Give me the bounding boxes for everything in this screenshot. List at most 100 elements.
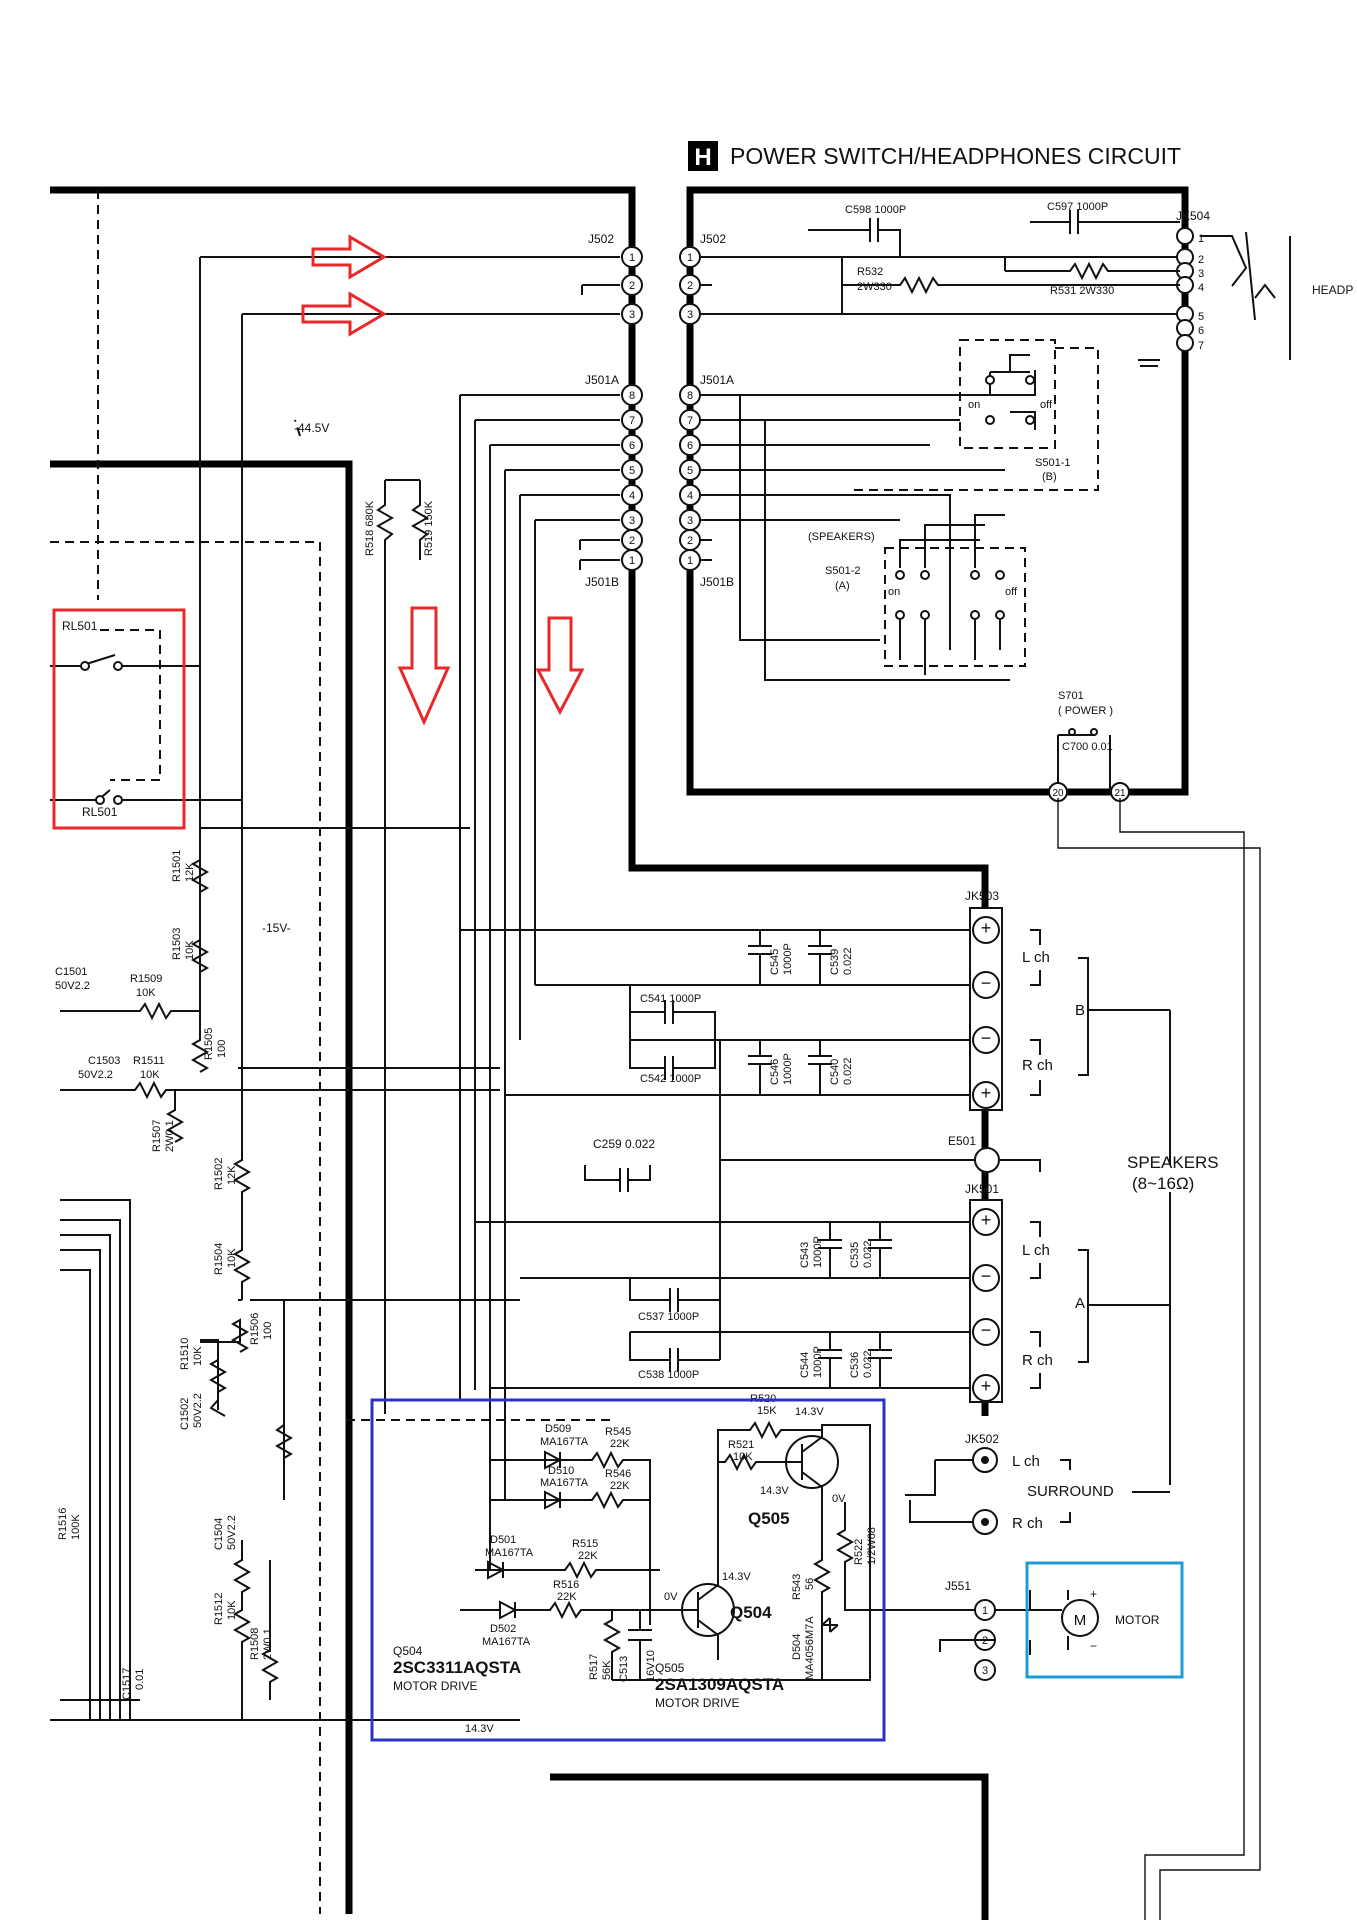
- section-title-text: POWER SWITCH/HEADPHONES CIRCUIT: [730, 143, 1181, 169]
- c545-value: 1000P: [782, 943, 794, 975]
- j501-left-pin-8-circle: [621, 384, 643, 406]
- d509-value: MA167TA: [540, 1436, 589, 1448]
- c513-label: C513: [618, 1656, 630, 1682]
- highlight-boxes: [52, 608, 1184, 1742]
- speaker-terminal-1-circle: [972, 916, 1000, 944]
- r515-label: R515: [572, 1538, 598, 1550]
- r546-value: 22K: [610, 1480, 630, 1492]
- speaker-terminal-5: +: [981, 1210, 992, 1230]
- arrow-right-2: [301, 291, 387, 337]
- r1512-value: 10K: [226, 1600, 238, 1620]
- q504-part-number: 2SC3311AQSTA: [393, 1658, 521, 1677]
- lch-a-label: L ch: [1022, 1242, 1050, 1259]
- c1503-label: C1503: [88, 1055, 120, 1067]
- s701-sub-label: ( POWER ): [1058, 705, 1113, 717]
- lch-surround-label: L ch: [1012, 1453, 1040, 1470]
- speaker-terminal-3: −: [981, 1028, 992, 1048]
- arrow-down-1: [397, 606, 451, 726]
- jk503-label: JK503: [965, 889, 999, 903]
- j501-left-pin-5: 5: [629, 465, 635, 477]
- r1502-label: R1502: [213, 1158, 225, 1190]
- s501-1-label: S501-1: [1035, 457, 1070, 469]
- speakers-switch-label: (SPEAKERS): [808, 531, 875, 543]
- r515-value: 22K: [578, 1550, 598, 1562]
- d510-value: MA167TA: [540, 1477, 589, 1489]
- c540-label: C540: [829, 1059, 841, 1085]
- j502-wires: [199, 256, 1180, 1120]
- j551-motor-connector: J551 123 M + − MOTOR: [939, 1579, 1160, 1681]
- section-badge: H: [694, 144, 711, 171]
- b-group-label: B: [1075, 1002, 1085, 1019]
- q505-voltage-emitter: 14.3V: [795, 1406, 824, 1418]
- r1501-label: R1501: [171, 850, 183, 882]
- j501-left-pin-7: 7: [629, 415, 635, 427]
- jk504-pin-7-node-circle: [1176, 334, 1194, 352]
- c535-value: 0.022: [862, 1240, 874, 1268]
- j502-left-label: J502: [588, 232, 614, 246]
- c545-label: C545: [769, 949, 781, 975]
- c544-value: 1000P: [812, 1346, 824, 1378]
- j501-wires: [459, 370, 1036, 1570]
- motor-minus: −: [1090, 1639, 1097, 1653]
- r1512-label: R1512: [213, 1593, 225, 1625]
- r1505-value: 100: [216, 1040, 228, 1058]
- rl501-top-label: RL501: [62, 619, 98, 633]
- r1511-value: 10K: [140, 1069, 160, 1081]
- speaker-terminal-7: −: [981, 1320, 992, 1340]
- j501-right-pin-3: 3: [687, 515, 693, 527]
- voltage-44v-label: -44.5V: [294, 421, 329, 435]
- j501-right-pin-1: 1: [687, 555, 693, 567]
- jk504-pin-1-node-circle: [1176, 227, 1194, 245]
- s501-1-off-label: off: [1040, 399, 1053, 411]
- j502-right-pin-1: 1: [687, 252, 693, 264]
- r519-label: R519 150K: [423, 500, 435, 556]
- j501-right-pin-5: 5: [687, 465, 693, 477]
- j501b-left-label: J501B: [585, 575, 619, 589]
- c537-label: C537 1000P: [638, 1311, 699, 1323]
- r1501-value: 12K: [184, 862, 196, 882]
- speaker-terminal-5-circle: [972, 1208, 1000, 1236]
- c540-value: 0.022: [842, 1057, 854, 1085]
- c1502-label: C1502: [179, 1398, 191, 1430]
- r1504-label: R1504: [213, 1243, 225, 1275]
- speaker-terminal-6: −: [981, 1266, 992, 1286]
- s501-2-on-label: on: [888, 586, 900, 598]
- r1510-value: 10K: [192, 1346, 204, 1366]
- r517-label: R517: [588, 1654, 600, 1680]
- d502-label: D502: [490, 1623, 516, 1635]
- j502-left-pin-3-circle: [621, 303, 643, 325]
- q505-designator: Q505: [748, 1509, 790, 1528]
- motor-highlight-box: [1025, 1561, 1184, 1679]
- r1516-value: 100K: [70, 1514, 82, 1540]
- headphones-label: HEADP: [1312, 283, 1353, 297]
- j551-label: J551: [945, 1579, 971, 1593]
- rch-b-label: R ch: [1022, 1057, 1053, 1074]
- jk504-pin-3: 3: [1198, 268, 1204, 280]
- c535-label: C535: [849, 1242, 861, 1268]
- r1508-label: R1508: [249, 1628, 261, 1660]
- c538-label: C538 1000P: [638, 1369, 699, 1381]
- surround-label: SURROUND: [1027, 1483, 1114, 1500]
- motor-plus: +: [1090, 1587, 1097, 1601]
- rch-a-label: R ch: [1022, 1352, 1053, 1369]
- c546-label: C546: [769, 1059, 781, 1085]
- d504-value: MA4056M7A: [804, 1616, 816, 1680]
- left-power-network: R518 680K R519 150K -44.5V -15V- R1501 1…: [50, 421, 520, 1721]
- r1516-label: R1516: [57, 1508, 69, 1540]
- arrow-right-1: [311, 234, 387, 280]
- s701-label: S701: [1058, 690, 1084, 702]
- c700-label: C700 0.01: [1062, 741, 1113, 753]
- j502-right-pin-2: 2: [687, 280, 693, 292]
- c1501-value: 50V2.2: [55, 980, 90, 992]
- j502-left-pin-1: 1: [629, 252, 635, 264]
- r1503-value: 10K: [184, 940, 196, 960]
- r1509-value: 10K: [136, 987, 156, 999]
- c1502-value: 50V2.2: [192, 1393, 204, 1428]
- q504-voltage-base: 0V: [664, 1591, 678, 1603]
- j501-left-pin-8: 8: [629, 390, 635, 402]
- c544-label: C544: [799, 1352, 811, 1378]
- c541-label: C541 1000P: [640, 993, 701, 1005]
- signal-arrows: [301, 234, 585, 726]
